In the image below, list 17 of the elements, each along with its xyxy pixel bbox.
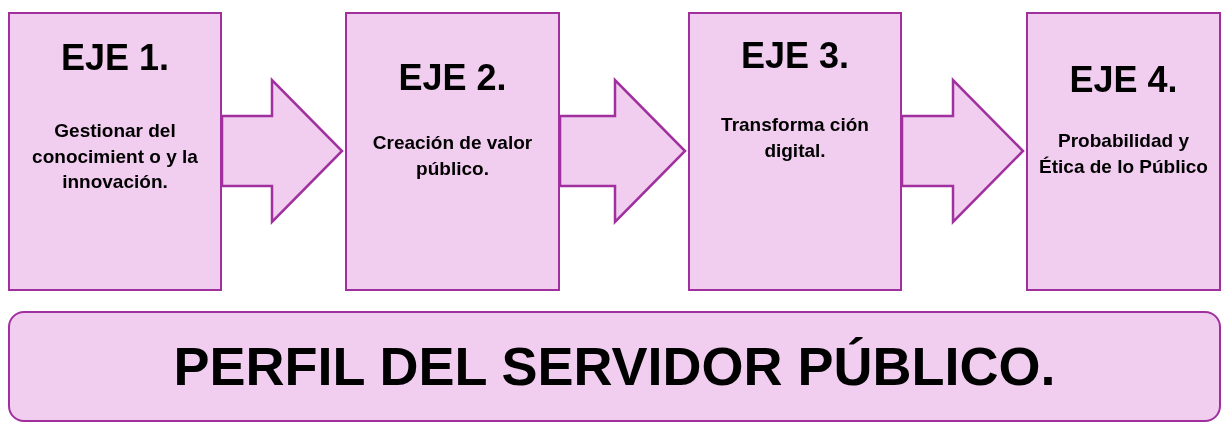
block-arrow	[220, 76, 344, 226]
step-heading: EJE 4.	[1069, 60, 1178, 100]
step-heading: EJE 3.	[740, 36, 850, 76]
title-banner	[8, 311, 1221, 422]
step-description: Probabilidad y Ética de lo Público	[1038, 129, 1209, 179]
step-box	[688, 12, 902, 291]
block-arrow	[558, 76, 687, 226]
step-heading: EJE 1.	[60, 38, 170, 78]
step-description: Creación de valor público.	[371, 131, 534, 181]
banner-title: PERFIL DEL SERVIDOR PÚBLICO.	[173, 336, 1056, 397]
step-description: Gestionar del conocimient o y la innovación.	[31, 119, 199, 195]
step-box	[1026, 12, 1221, 291]
step-box	[345, 12, 560, 291]
step-box	[8, 12, 222, 291]
step-heading: EJE 2.	[398, 58, 507, 98]
step-description: Transforma ción digital.	[720, 113, 870, 163]
block-arrow	[900, 76, 1025, 226]
